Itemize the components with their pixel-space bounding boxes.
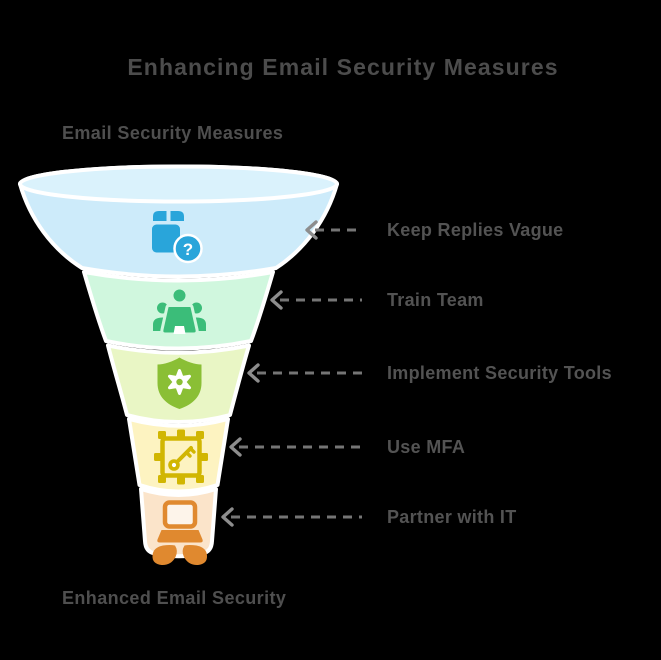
package-question-icon: ? bbox=[152, 211, 203, 264]
team-icon bbox=[153, 286, 206, 336]
stage-label-partner-with-it: Partner with IT bbox=[387, 507, 517, 527]
stage-label-implement-security-tools: Implement Security Tools bbox=[387, 363, 612, 383]
diagram-title: Enhancing Email Security Measures bbox=[127, 54, 559, 80]
connector-train-team bbox=[270, 290, 362, 310]
connector-keep-replies-vague bbox=[305, 220, 362, 240]
connector-implement-security-tools bbox=[247, 363, 362, 383]
laptop-hands-icon bbox=[152, 500, 208, 566]
connectors bbox=[221, 220, 362, 527]
mfa-key-icon bbox=[154, 429, 208, 485]
funnel-top-ellipse bbox=[18, 164, 339, 204]
question-glyph: ? bbox=[183, 240, 193, 259]
stage-label-keep-replies-vague: Keep Replies Vague bbox=[387, 220, 564, 240]
connector-partner-with-it bbox=[221, 507, 362, 527]
stage-label-use-mfa: Use MFA bbox=[387, 437, 466, 457]
connector-use-mfa bbox=[229, 437, 362, 457]
shield-gear-icon bbox=[157, 357, 202, 409]
funnel-bottom-label: Enhanced Email Security bbox=[62, 588, 287, 608]
stage-label-train-team: Train Team bbox=[387, 290, 484, 310]
funnel-top-label: Email Security Measures bbox=[62, 123, 284, 143]
